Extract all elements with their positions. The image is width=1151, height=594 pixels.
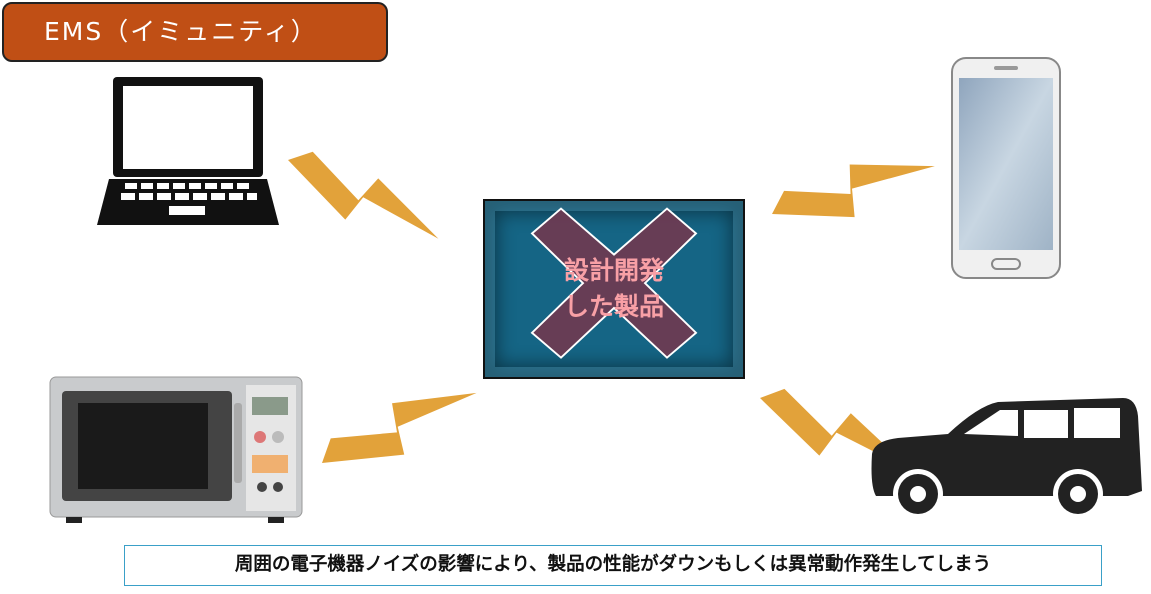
smartphone-icon — [951, 57, 1061, 279]
developed-product-box: 設計開発 した製品 — [483, 199, 745, 379]
caption-box: 周囲の電子機器ノイズの影響により、製品の性能がダウンもしくは異常動作発生してしま… — [124, 545, 1102, 586]
ems-title-banner: EMS（イミュニティ） — [2, 2, 388, 62]
ems-title-text: EMS（イミュニティ） — [44, 17, 318, 46]
car-icon — [871, 398, 1142, 519]
x-mark-icon — [530, 207, 698, 359]
laptop-icon — [97, 77, 279, 225]
lightning-bolt-icon-laptop — [277, 146, 452, 243]
lightning-bolt-icon-phone — [765, 119, 937, 253]
caption-text: 周囲の電子機器ノイズの影響により、製品の性能がダウンもしくは異常動作発生してしま… — [234, 554, 992, 575]
product-label-line1: 設計開発 — [563, 256, 664, 285]
microwave-icon — [49, 376, 303, 523]
lightning-bolt-icon-microwave — [313, 350, 480, 498]
product-label: 設計開発 した製品 — [485, 253, 743, 325]
product-label-line2: した製品 — [563, 292, 664, 321]
